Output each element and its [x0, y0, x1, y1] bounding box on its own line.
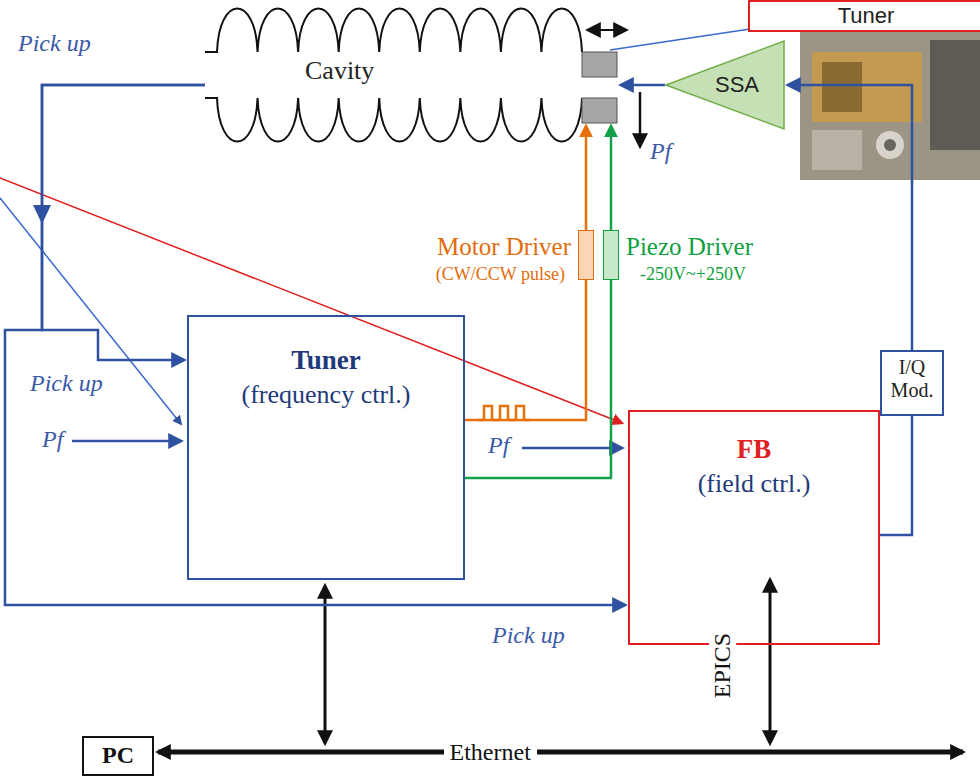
node-text: FB — [640, 434, 868, 465]
signal-label: Pf — [42, 426, 63, 453]
protocol-label: EPICS — [709, 628, 736, 701]
tuner-block — [582, 52, 617, 77]
bellows-line — [205, 9, 582, 53]
motion-arrow — [588, 29, 626, 31]
signal-arrow — [522, 447, 622, 450]
cavity-shape: Cavity — [205, 8, 618, 123]
controller-box: Tuner (frequency ctrl.) — [187, 315, 465, 580]
amplifier-symbol — [666, 41, 784, 129]
modulator-box: I/Q Mod. — [880, 350, 944, 416]
tuner-block — [582, 98, 617, 123]
network-arrow — [769, 580, 772, 743]
signal-label: Pick up — [492, 622, 565, 649]
node-text: (frequency ctrl.) — [199, 380, 453, 410]
label-box: Tuner — [748, 0, 980, 32]
bellows-line — [205, 98, 582, 142]
node-text: I/Q Mod. — [889, 356, 935, 402]
node-text: Tuner — [760, 3, 972, 29]
shape-outline — [205, 8, 618, 123]
signal-line — [42, 85, 205, 360]
signal-line — [621, 84, 665, 87]
tuner-photo — [800, 30, 980, 180]
node-text: Piezo Driver — [626, 233, 753, 261]
photo-part — [930, 40, 980, 150]
photo-part — [812, 52, 922, 122]
signal-label: Pick up — [18, 30, 91, 57]
node-text: SSA — [715, 72, 759, 98]
signal-line — [465, 280, 611, 478]
leader-line — [0, 178, 622, 423]
driver-box: Motor Driver(CW/CCW pulse) — [578, 230, 594, 280]
bus-label: Ethernet — [444, 739, 537, 766]
node-text: (CW/CCW pulse) — [436, 264, 565, 285]
leader-line — [610, 29, 750, 50]
coupler-arrow — [639, 92, 642, 146]
network-arrow — [324, 586, 327, 743]
node-text: PC — [94, 742, 142, 769]
photo-part — [876, 131, 904, 159]
photo-part — [812, 130, 862, 170]
node-text: Cavity — [305, 56, 618, 86]
signal-line — [788, 85, 912, 350]
computer-box: PC — [82, 736, 154, 776]
controller-box: FB (field ctrl.) — [628, 410, 880, 645]
node-text: Tuner — [199, 345, 453, 376]
photo-part — [822, 62, 862, 112]
node-text: (field ctrl.) — [640, 469, 868, 499]
leader-line — [0, 198, 181, 424]
signal-line — [465, 280, 586, 420]
signal-line — [5, 85, 625, 605]
signal-line — [610, 126, 613, 230]
pulse-symbol — [478, 406, 530, 420]
photo-part — [884, 139, 896, 151]
signal-label: Pf — [650, 138, 671, 165]
signal-arrow — [72, 440, 181, 443]
signal-label: Pf — [488, 432, 509, 459]
node-text: -250V~+250V — [640, 264, 746, 285]
amplifier-triangle: SSA — [665, 40, 785, 130]
driver-box: Piezo Driver-250V~+250V — [603, 230, 619, 280]
signal-label: Pick up — [30, 370, 103, 397]
node-text: Motor Driver — [437, 233, 571, 261]
signal-line — [585, 126, 588, 230]
signal-line — [880, 416, 912, 535]
photo-ground — [800, 30, 980, 180]
ethernet-bus — [158, 750, 963, 755]
